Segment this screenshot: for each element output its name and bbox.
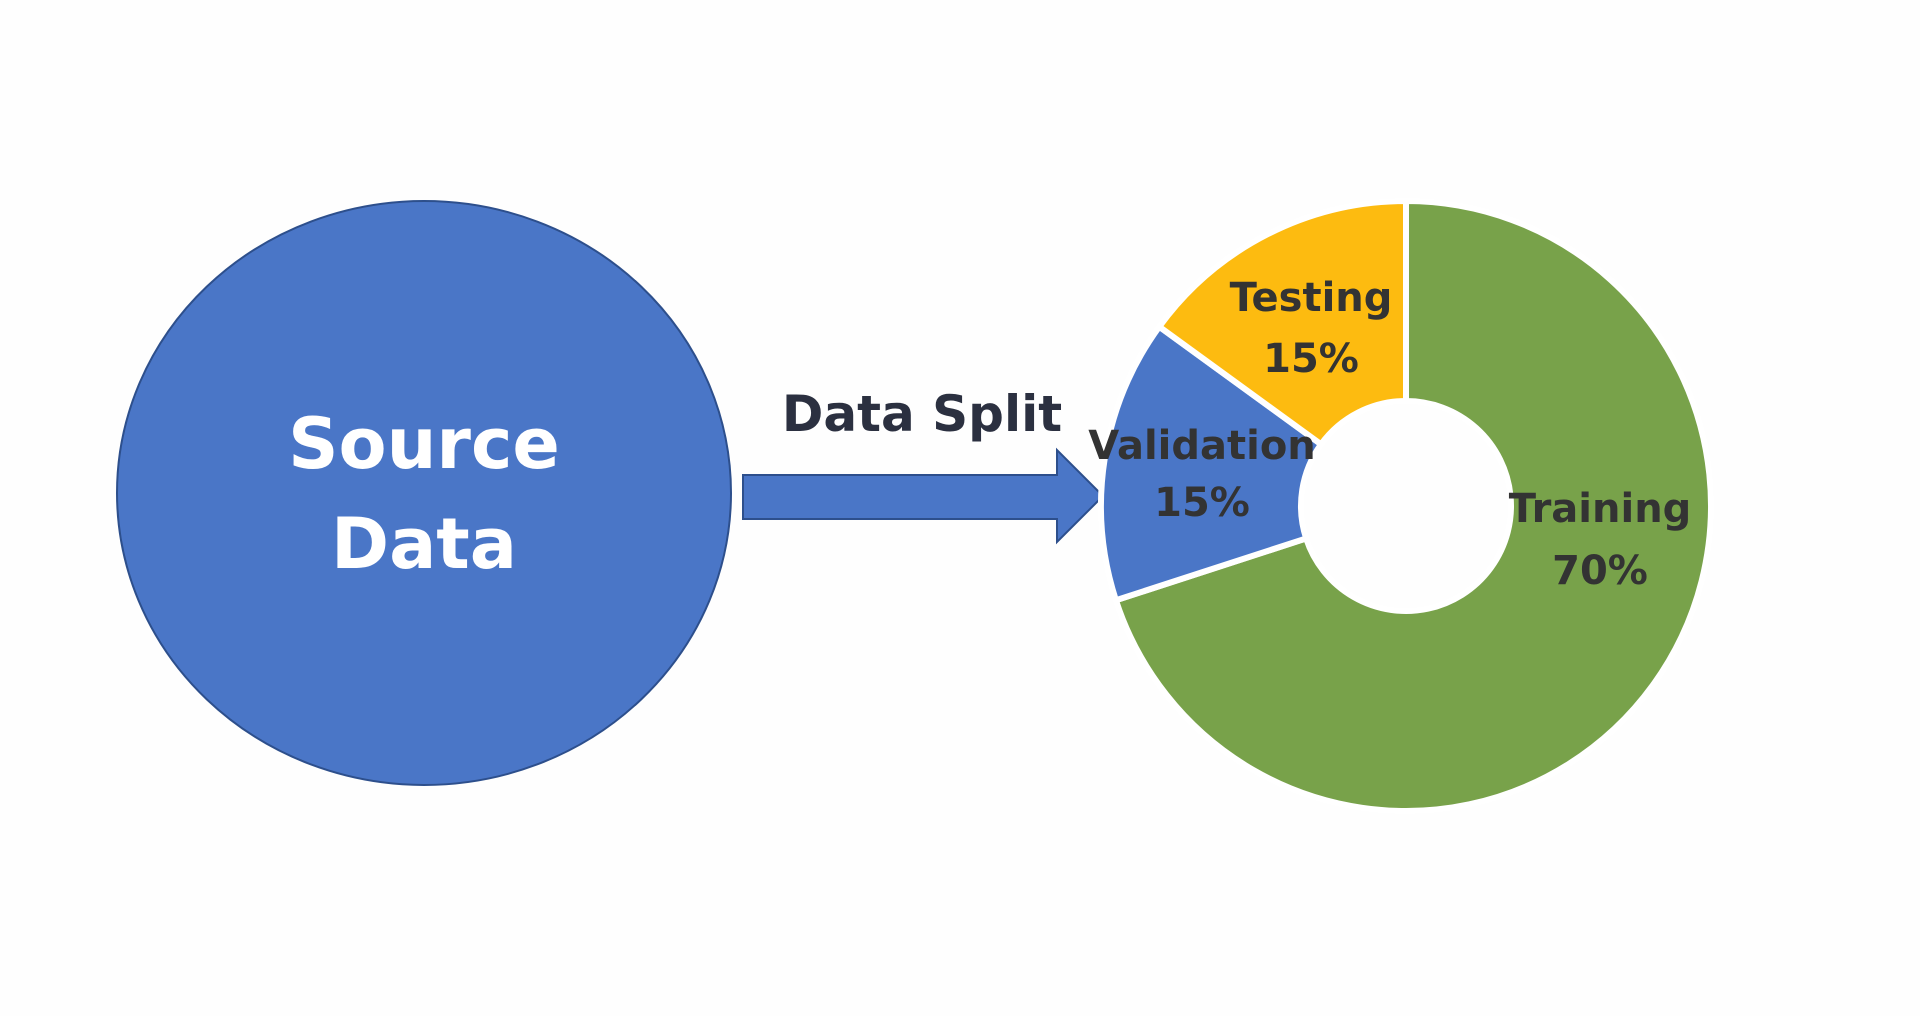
data-split-label: Data Split [782, 385, 1062, 443]
testing-slice [1155, 197, 1409, 449]
training-slice [1112, 197, 1714, 814]
testing-name-label: Testing [1230, 275, 1393, 321]
split-donut-chart [1098, 197, 1714, 814]
training-name-label: Training [1509, 486, 1692, 532]
source-data-circle [116, 200, 732, 786]
validation-percent-label: 15% [1154, 480, 1250, 526]
testing-percent-label: 15% [1263, 336, 1359, 382]
source-label-line1: Source [288, 403, 560, 485]
validation-slice [1098, 322, 1326, 605]
source-label-line2: Data [331, 503, 517, 585]
validation-name-label: Validation [1088, 423, 1316, 469]
split-arrow [742, 447, 1105, 545]
split-donut-labels: Training 70% Validation 15% Testing 15% [1088, 275, 1691, 594]
training-percent-label: 70% [1552, 548, 1648, 594]
